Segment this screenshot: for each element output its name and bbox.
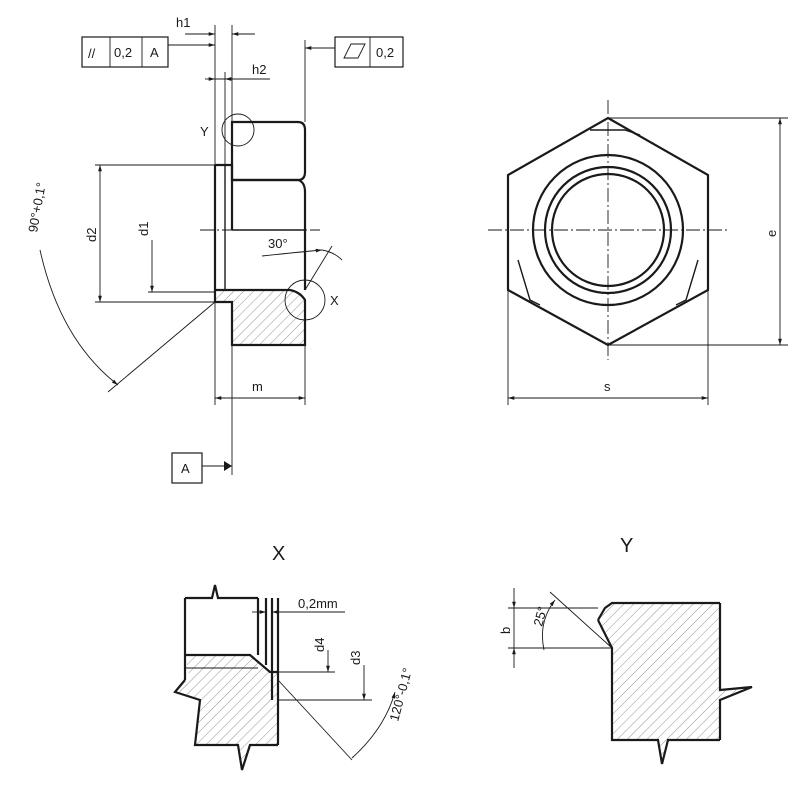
parallelism-symbol: // bbox=[88, 46, 96, 61]
detail-x: X 0,2mm d4 d3 120°-0,1° bbox=[173, 543, 415, 771]
parallelism-tolerance: 0,2 bbox=[114, 45, 132, 60]
detail-y-title: Y bbox=[620, 535, 633, 557]
label-h1: h1 bbox=[176, 15, 190, 30]
detail-x-callout-circle bbox=[284, 279, 326, 321]
label-d1: d1 bbox=[136, 222, 151, 236]
label-angle-30: 30° bbox=[268, 236, 288, 251]
side-view-section-hatch bbox=[215, 290, 305, 345]
datum-a-label: A bbox=[181, 461, 190, 476]
label-angle-120: 120°-0,1° bbox=[386, 666, 415, 723]
label-m: m bbox=[252, 379, 263, 394]
flatness-symbol-icon bbox=[343, 43, 366, 59]
flatness-tolerance: 0,2 bbox=[376, 45, 394, 60]
detail-y-hatch bbox=[598, 603, 752, 764]
label-h2: h2 bbox=[252, 62, 266, 77]
label-d2: d2 bbox=[84, 228, 99, 242]
datum-feature-a: A bbox=[171, 452, 232, 484]
parallelism-datum: A bbox=[150, 45, 159, 60]
label-angle-25: 25° bbox=[530, 605, 550, 628]
label-s: s bbox=[604, 379, 611, 394]
detail-y-callout-circle bbox=[221, 113, 255, 147]
side-view-outline bbox=[230, 120, 307, 182]
label-b: b bbox=[498, 627, 513, 634]
detail-x-hatch bbox=[175, 655, 278, 770]
label-angle-90: 90°+0,1° bbox=[25, 181, 49, 233]
side-view: h1 h2 d2 d1 m 30° 90°+0,1° Y X bbox=[25, 15, 404, 484]
label-02mm: 0,2mm bbox=[298, 596, 338, 611]
feature-control-frame-parallelism: // 0,2 A bbox=[81, 36, 215, 68]
label-d3: d3 bbox=[348, 651, 363, 665]
label-e: e bbox=[764, 230, 779, 237]
detail-x-callout-label: X bbox=[330, 293, 339, 308]
top-view: e s bbox=[488, 100, 788, 405]
label-d4: d4 bbox=[312, 638, 327, 652]
detail-y-callout-label: Y bbox=[200, 124, 209, 139]
feature-control-frame-flatness: 0,2 bbox=[305, 36, 404, 68]
detail-y: Y b 25° bbox=[498, 535, 753, 765]
detail-x-title: X bbox=[272, 543, 285, 565]
